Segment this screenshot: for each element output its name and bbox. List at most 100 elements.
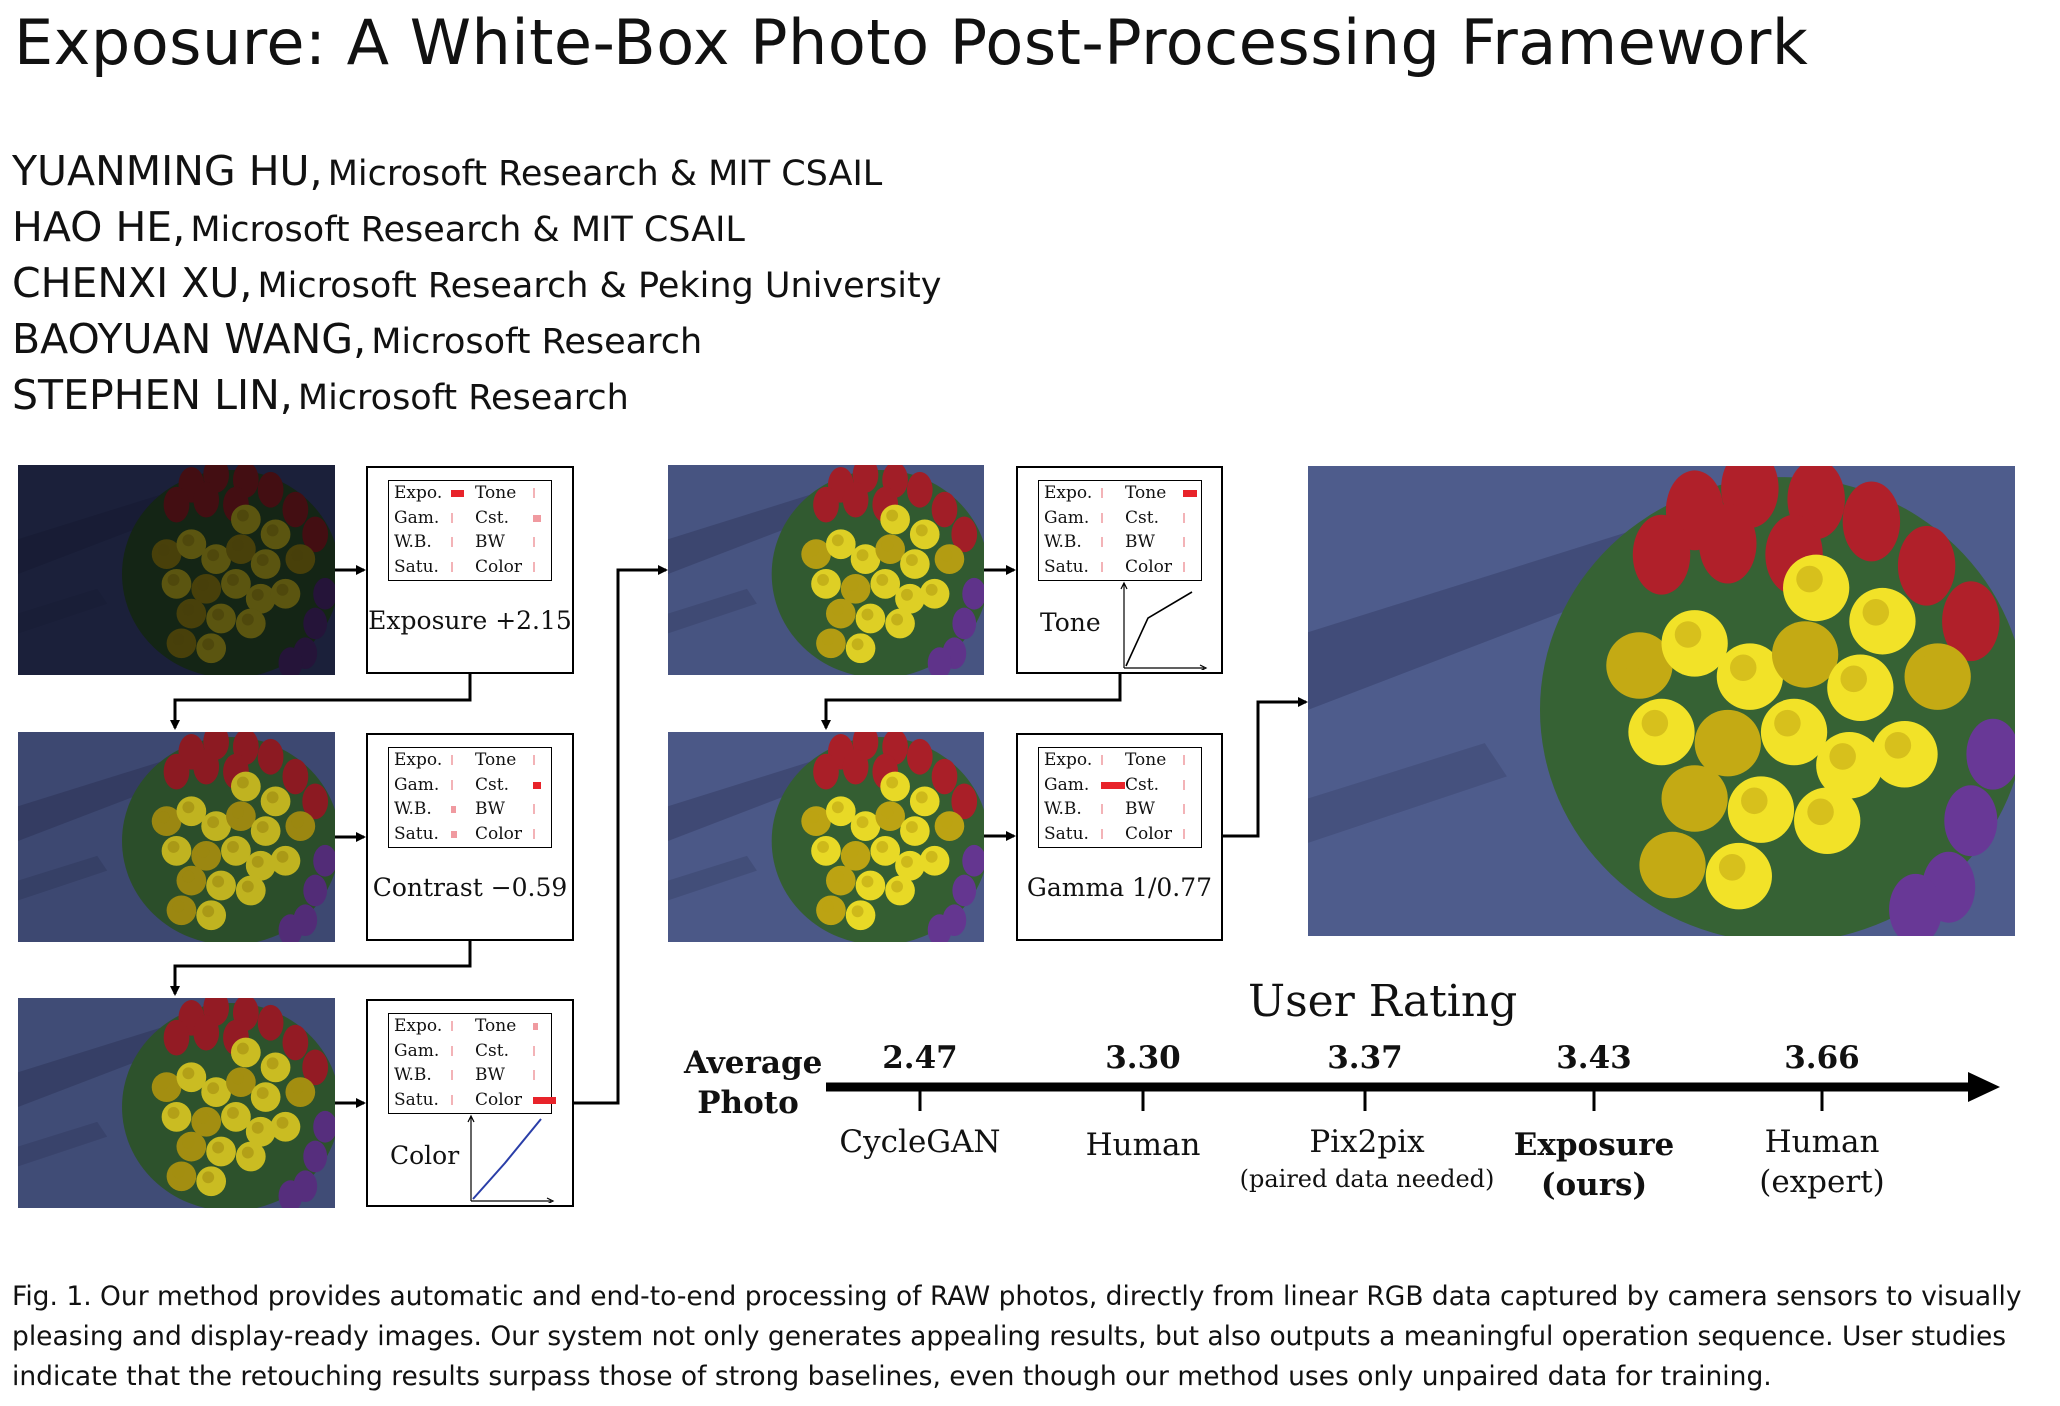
filter-strength-bar xyxy=(451,830,457,838)
method-name-text: CycleGAN xyxy=(839,1124,1001,1160)
filter-strength-tick xyxy=(533,1045,535,1056)
filter-strength-tick xyxy=(1101,561,1103,572)
filter-label-tone: Tone xyxy=(1125,750,1167,770)
filter-strength-tick xyxy=(1101,488,1103,498)
filter-label-color: Color xyxy=(1125,823,1173,844)
filter-label-expo: Expo. xyxy=(1044,483,1093,503)
author-entry: BAOYUAN WANG, Microsoft Research xyxy=(12,311,941,367)
flower-image xyxy=(18,465,335,675)
final-flower-image xyxy=(1308,466,2015,936)
filter-strength-tick xyxy=(451,1021,453,1031)
filter-strength-tick xyxy=(451,512,453,523)
filter-label-satu: Satu. xyxy=(1044,556,1089,577)
flower-image xyxy=(668,732,984,942)
operation-label: Exposure +2.15 xyxy=(368,606,572,635)
filter-strength-tick xyxy=(1183,537,1185,547)
filter-strength-bar xyxy=(533,781,541,789)
filter-label-gam: Gam. xyxy=(1044,507,1090,528)
filter-strength-tick xyxy=(451,561,453,572)
author-name: STEPHEN LIN, xyxy=(12,371,293,419)
filter-strength-tick xyxy=(1183,779,1185,790)
filter-strength-tick xyxy=(533,1070,535,1080)
method-name: Pix2pix xyxy=(1309,1122,1424,1162)
filter-label-tone: Tone xyxy=(1125,483,1167,503)
operation-label: Color xyxy=(390,1141,460,1170)
flower-image xyxy=(18,998,335,1208)
filter-strength-tick xyxy=(1101,755,1103,765)
filter-strength-tick xyxy=(533,488,535,498)
method-name-line2: (ours) xyxy=(1540,1167,1648,1203)
filter-label-cst: Cst. xyxy=(475,774,509,795)
filter-label-expo: Expo. xyxy=(394,1016,443,1036)
filter-label-cst: Cst. xyxy=(1125,774,1159,795)
author-entry: HAO HE, Microsoft Research & MIT CSAIL xyxy=(12,199,941,255)
filter-label-gam: Gam. xyxy=(394,1040,440,1061)
method-name: Human xyxy=(1086,1125,1201,1165)
rating-score: 3.37 xyxy=(1327,1040,1403,1076)
author-affiliation: Microsoft Research & MIT CSAIL xyxy=(190,210,745,250)
filter-label-cst: Cst. xyxy=(475,507,509,528)
filter-strength-tick xyxy=(1183,804,1185,814)
filter-label-wb: W.B. xyxy=(1044,799,1082,819)
rating-score: 2.47 xyxy=(882,1040,958,1076)
filter-label-cst: Cst. xyxy=(1125,507,1159,528)
filter-label-tone: Tone xyxy=(475,483,517,503)
method-name-text: Human xyxy=(1764,1124,1880,1160)
filter-label-gam: Gam. xyxy=(1044,774,1090,795)
author-entry: CHENXI XU, Microsoft Research & Peking U… xyxy=(12,255,941,311)
filter-label-tone: Tone xyxy=(475,1016,517,1036)
filter-strength-tick xyxy=(1183,755,1185,765)
filter-label-wb: W.B. xyxy=(394,1065,432,1085)
filter-label-bw: BW xyxy=(475,799,505,819)
figure-caption: Fig. 1. Our method provides automatic an… xyxy=(12,1281,2022,1392)
author-affiliation: Microsoft Research & Peking University xyxy=(257,266,942,306)
filter-label-bw: BW xyxy=(1125,532,1155,552)
method-name-ours: Exposure (ours) xyxy=(1514,1125,1675,1205)
filter-strength-tick xyxy=(1101,537,1103,547)
method-name: Human (expert) xyxy=(1759,1122,1884,1202)
tone-curve-plot xyxy=(1120,581,1208,670)
filter-label-bw: BW xyxy=(1125,799,1155,819)
filter-strength-tick xyxy=(533,828,535,839)
filter-strength-bar xyxy=(1183,490,1197,497)
filter-label-expo: Expo. xyxy=(394,750,443,770)
flower-image xyxy=(18,732,335,942)
method-name-text: Human xyxy=(1085,1127,1201,1163)
color-curve-plot xyxy=(467,1114,555,1203)
filter-strength-tick xyxy=(1101,828,1103,839)
filter-strength-bar xyxy=(533,1096,556,1104)
operation-label: Tone xyxy=(1040,608,1101,637)
filter-label-gam: Gam. xyxy=(394,774,440,795)
method-name-text: Pix2pix xyxy=(1309,1124,1425,1160)
method-note: (paired data needed) xyxy=(1239,1165,1495,1193)
filter-strength-tick xyxy=(1183,561,1185,572)
method-name: CycleGAN xyxy=(839,1122,1000,1162)
author-name: BAOYUAN WANG, xyxy=(12,315,367,363)
filter-label-wb: W.B. xyxy=(394,532,432,552)
filter-strength-tick xyxy=(533,755,535,765)
rating-title: User Rating xyxy=(1248,976,1518,1027)
author-name: CHENXI XU, xyxy=(12,259,253,307)
author-name: HAO HE, xyxy=(12,203,186,251)
filter-label-expo: Expo. xyxy=(1044,750,1093,770)
filter-label-expo: Expo. xyxy=(394,483,443,503)
filter-label-wb: W.B. xyxy=(1044,532,1082,552)
filter-strength-bar xyxy=(451,806,456,813)
method-name-line2: (expert) xyxy=(1759,1164,1885,1200)
filter-label-bw: BW xyxy=(475,1065,505,1085)
rating-axis-label: Average Photo xyxy=(684,1045,822,1121)
photo-step-3 xyxy=(668,465,984,675)
method-name-text: Exposure xyxy=(1513,1127,1675,1163)
author-list: YUANMING HU, Microsoft Research & MIT CS… xyxy=(12,143,941,423)
author-affiliation: Microsoft Research & MIT CSAIL xyxy=(327,154,883,194)
rating-score: 3.43 xyxy=(1556,1040,1632,1076)
filter-label-color: Color xyxy=(475,1089,523,1110)
rating-score: 3.66 xyxy=(1784,1040,1860,1076)
photo-step-1 xyxy=(18,732,335,942)
